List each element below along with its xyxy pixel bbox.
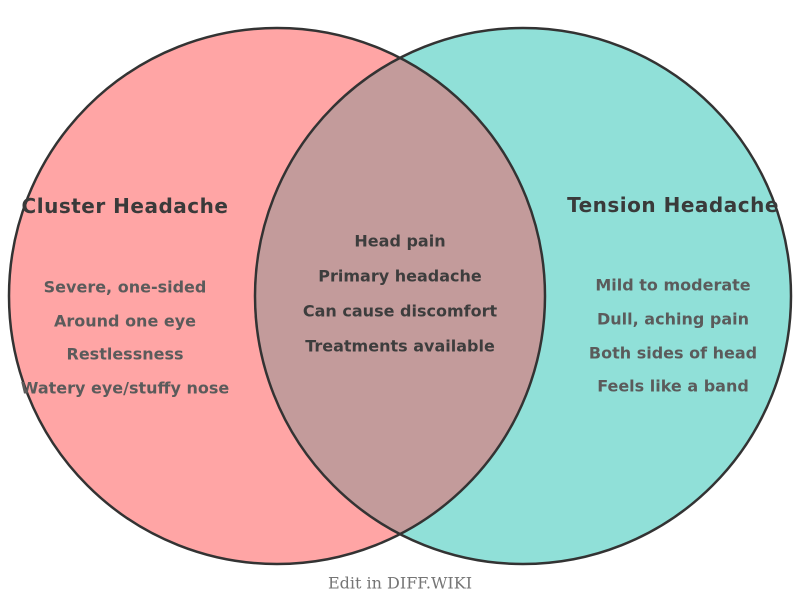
overlap-item: Head pain [354,231,446,251]
left-item: Watery eye/stuffy nose [20,378,230,398]
right-circle-outline [253,26,793,566]
left-item: Severe, one-sided [43,277,207,297]
overlap-lens-fill [255,57,545,535]
edit-watermark: Edit in DIFF.WIKI [327,573,473,593]
overlap-item: Primary headache [318,266,482,286]
left-circle-outline [7,26,547,566]
left-item: Restlessness [66,344,184,364]
right-item: Dull, aching pain [597,309,749,329]
overlap-item: Treatments available [305,336,495,356]
right-item: Feels like a band [597,376,749,396]
right-circle-title: Tension Headache [567,193,779,217]
right-item: Mild to moderate [595,275,751,295]
right-item: Both sides of head [588,343,758,363]
overlap-item: Can cause discomfort [302,301,498,321]
left-circle-title: Cluster Headache [21,194,229,218]
left-item: Around one eye [53,311,197,331]
